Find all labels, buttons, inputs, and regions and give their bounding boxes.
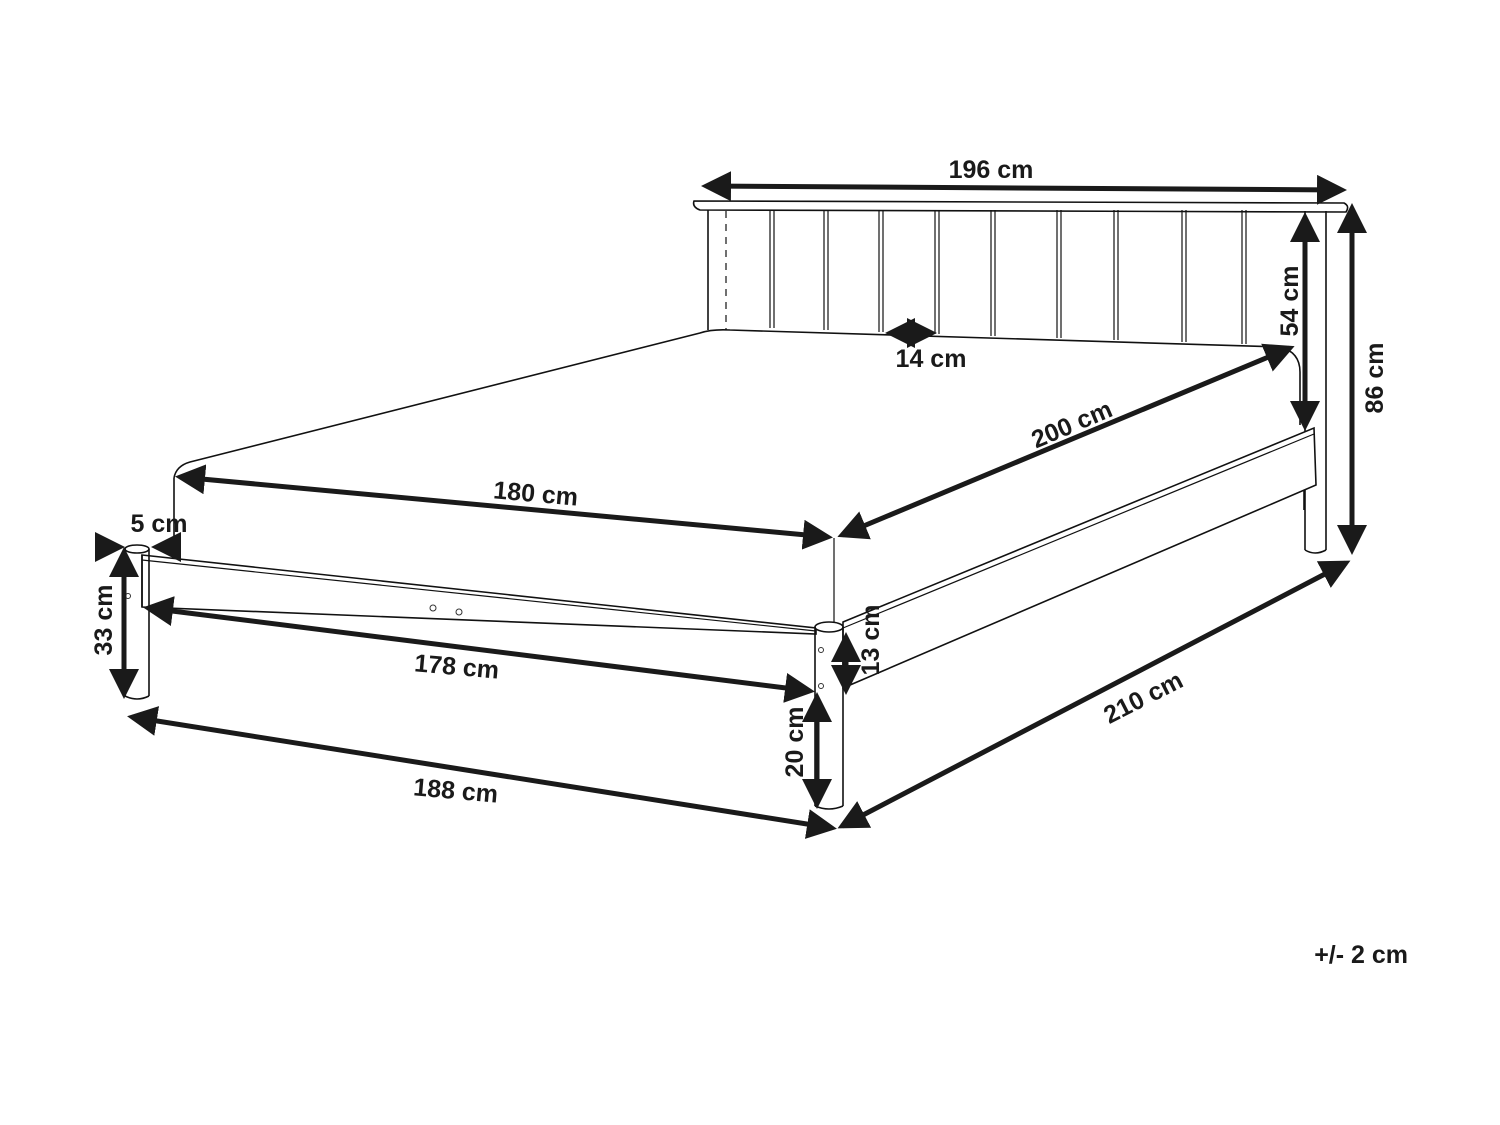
label-total-height: 86 cm [1361,343,1389,414]
label-side-rail-height: 13 cm [857,605,885,676]
side-rail [842,426,1317,690]
label-headboard-width: 196 cm [949,156,1034,184]
label-leg-diameter: 5 cm [131,510,188,538]
label-mattress-length: 200 cm [1027,395,1116,454]
label-ground-clearance: 20 cm [781,707,809,778]
tolerance-note: +/- 2 cm [1314,941,1408,969]
headboard-slats [769,210,1247,344]
label-total-width: 188 cm [412,773,499,808]
label-total-length: 210 cm [1099,666,1187,729]
label-inner-rail-width: 178 cm [413,649,500,684]
dimension-arrows [95,171,1367,839]
label-headboard-panel-height: 54 cm [1276,266,1304,337]
label-footboard-height: 33 cm [90,585,118,656]
label-slat-gap: 14 cm [896,345,967,373]
